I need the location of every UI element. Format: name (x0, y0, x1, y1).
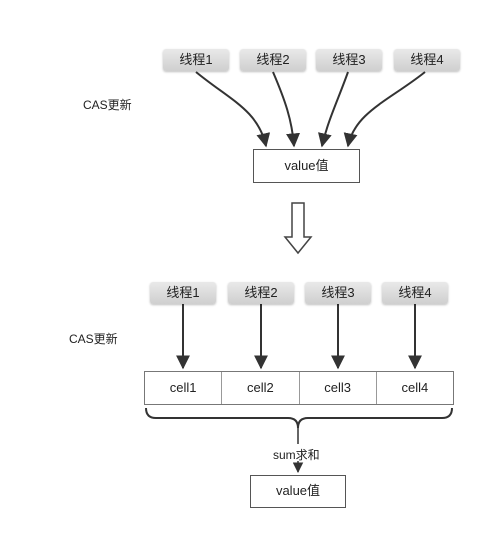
cell-3: cell3 (300, 372, 377, 404)
cell-2: cell2 (222, 372, 300, 404)
cell-4: cell4 (401, 380, 429, 395)
arrow-thread4-to-value (343, 71, 426, 148)
top-cas-label: CAS更新 (83, 98, 132, 112)
top-value-box: value值 (253, 149, 360, 183)
sum-brace (145, 407, 453, 429)
bottom-thread-3: 线程3 (305, 282, 371, 304)
arrow-thread2-to-value (272, 71, 301, 148)
transition-arrow (283, 202, 313, 255)
bottom-thread-2: 线程2 (228, 282, 294, 304)
bottom-thread-1: 线程1 (150, 282, 216, 304)
arrow-thread3-to-value (318, 71, 349, 148)
bottom-thread-4: 线程4 (382, 282, 448, 304)
bottom-value-box: value值 (250, 475, 346, 508)
cell-array: cell1 cell2 cell3 cell4 (144, 371, 454, 405)
cell-1: cell1 (145, 372, 223, 404)
top-thread-1: 线程1 (163, 49, 229, 71)
top-thread-4: 线程4 (394, 49, 460, 71)
top-thread-2: 线程2 (240, 49, 306, 71)
arrow-thread1-to-value (195, 71, 271, 148)
sum-label: sum求和 (273, 448, 320, 462)
bottom-cas-label: CAS更新 (69, 332, 118, 346)
top-thread-3: 线程3 (316, 49, 382, 71)
